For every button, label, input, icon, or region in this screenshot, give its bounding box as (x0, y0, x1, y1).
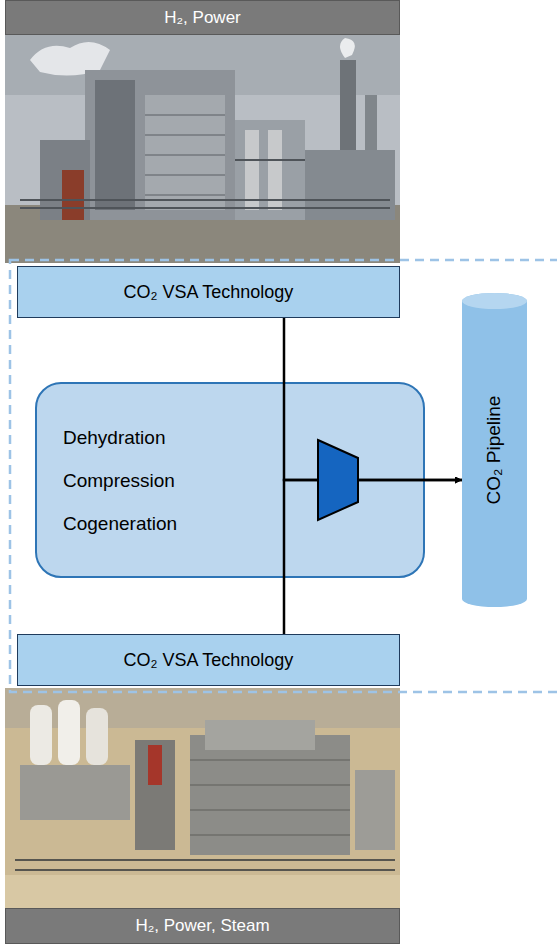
node-label: CO₂ Pipeline (484, 396, 506, 505)
product-bar: H₂, Power (5, 0, 400, 35)
step-label: Dehydration (63, 426, 165, 449)
step-label: Compression (63, 469, 175, 492)
process-box: CO₂ VSA Technology (17, 634, 400, 686)
plant-photo-bottom (5, 688, 400, 908)
cylinder-top (462, 293, 527, 309)
flow-connector (284, 318, 462, 480)
flow-connector (284, 480, 462, 634)
product-bar: H₂, Power, Steam (5, 908, 400, 944)
plant-photo-top (5, 35, 400, 263)
step-label: Cogeneration (63, 512, 177, 535)
node-label: H₂, Power, Steam (135, 916, 269, 936)
system-boundary (10, 260, 557, 692)
node-label: CO₂ VSA Technology (124, 282, 294, 303)
process-box: CO₂ VSA Technology (17, 266, 400, 318)
node-label: CO₂ VSA Technology (124, 650, 294, 671)
pipeline-cylinder: CO₂ Pipeline (462, 293, 527, 607)
compressor-symbol (318, 440, 358, 520)
cylinder-body (462, 293, 527, 607)
node-label: H₂, Power (164, 8, 241, 28)
